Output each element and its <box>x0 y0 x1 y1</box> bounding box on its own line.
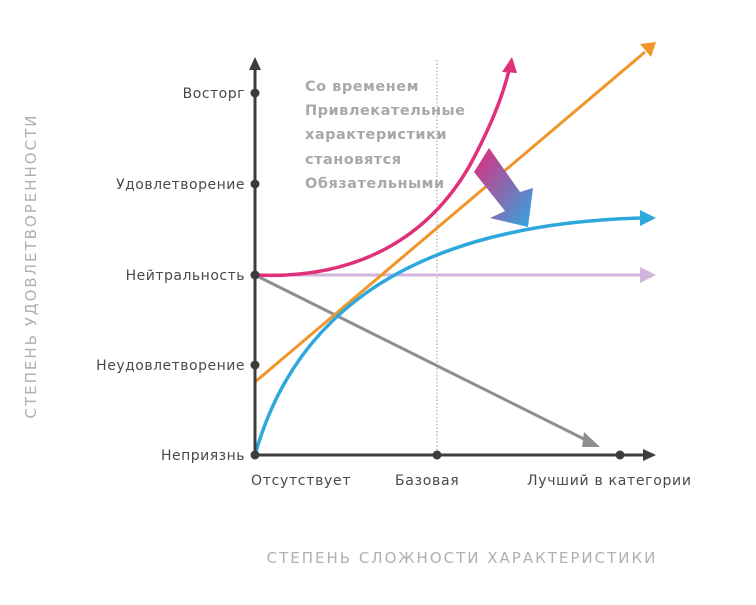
y-level-satisfaction: Удовлетворение <box>116 177 245 193</box>
y-axis-title: СТЕПЕНЬ УДОВЛЕТВОРЕННОСТИ <box>22 114 40 419</box>
y-tick-dot <box>250 179 260 189</box>
y-tick-dot <box>250 88 260 98</box>
annotation-line: характеристики <box>305 127 447 143</box>
y-level-dislike: Неприязнь <box>161 448 245 464</box>
origin-dot <box>250 450 260 460</box>
x-level-best: Лучший в категории <box>527 473 692 489</box>
annotation-line: Обязательными <box>305 176 445 192</box>
x-level-basic: Базовая <box>395 473 459 489</box>
y-tick-dot <box>250 360 260 370</box>
x-tick-dot <box>615 450 625 460</box>
must-be-curve <box>253 216 643 456</box>
x-axis-arrowhead <box>643 449 656 461</box>
y-tick-dot <box>250 270 260 280</box>
y-level-neutral: Нейтральность <box>126 268 245 284</box>
annotation-line: становятся <box>305 152 402 168</box>
x-tick-dot <box>432 450 442 460</box>
y-level-delight: Восторг <box>183 86 245 102</box>
performance-arrowhead <box>640 42 656 57</box>
reverse-line <box>254 273 589 443</box>
performance-line <box>254 50 646 384</box>
must-be-arrowhead <box>640 210 656 226</box>
y-level-dissatisfaction: Неудовлетворение <box>96 358 245 374</box>
reverse-arrowhead <box>582 432 600 447</box>
annotation-line: Привлекательные <box>305 103 465 119</box>
x-axis-title: СТЕПЕНЬ СЛОЖНОСТИ ХАРАКТЕРИСТИКИ <box>267 549 658 567</box>
annotation-line: Со временем <box>305 79 419 95</box>
indifferent-arrowhead <box>640 267 656 283</box>
attractive-curve <box>254 69 511 278</box>
attractive-arrowhead <box>502 57 517 73</box>
x-level-absent: Отсутствует <box>251 473 351 489</box>
y-axis-arrowhead <box>249 57 261 70</box>
shift-arrow-icon <box>474 148 533 227</box>
